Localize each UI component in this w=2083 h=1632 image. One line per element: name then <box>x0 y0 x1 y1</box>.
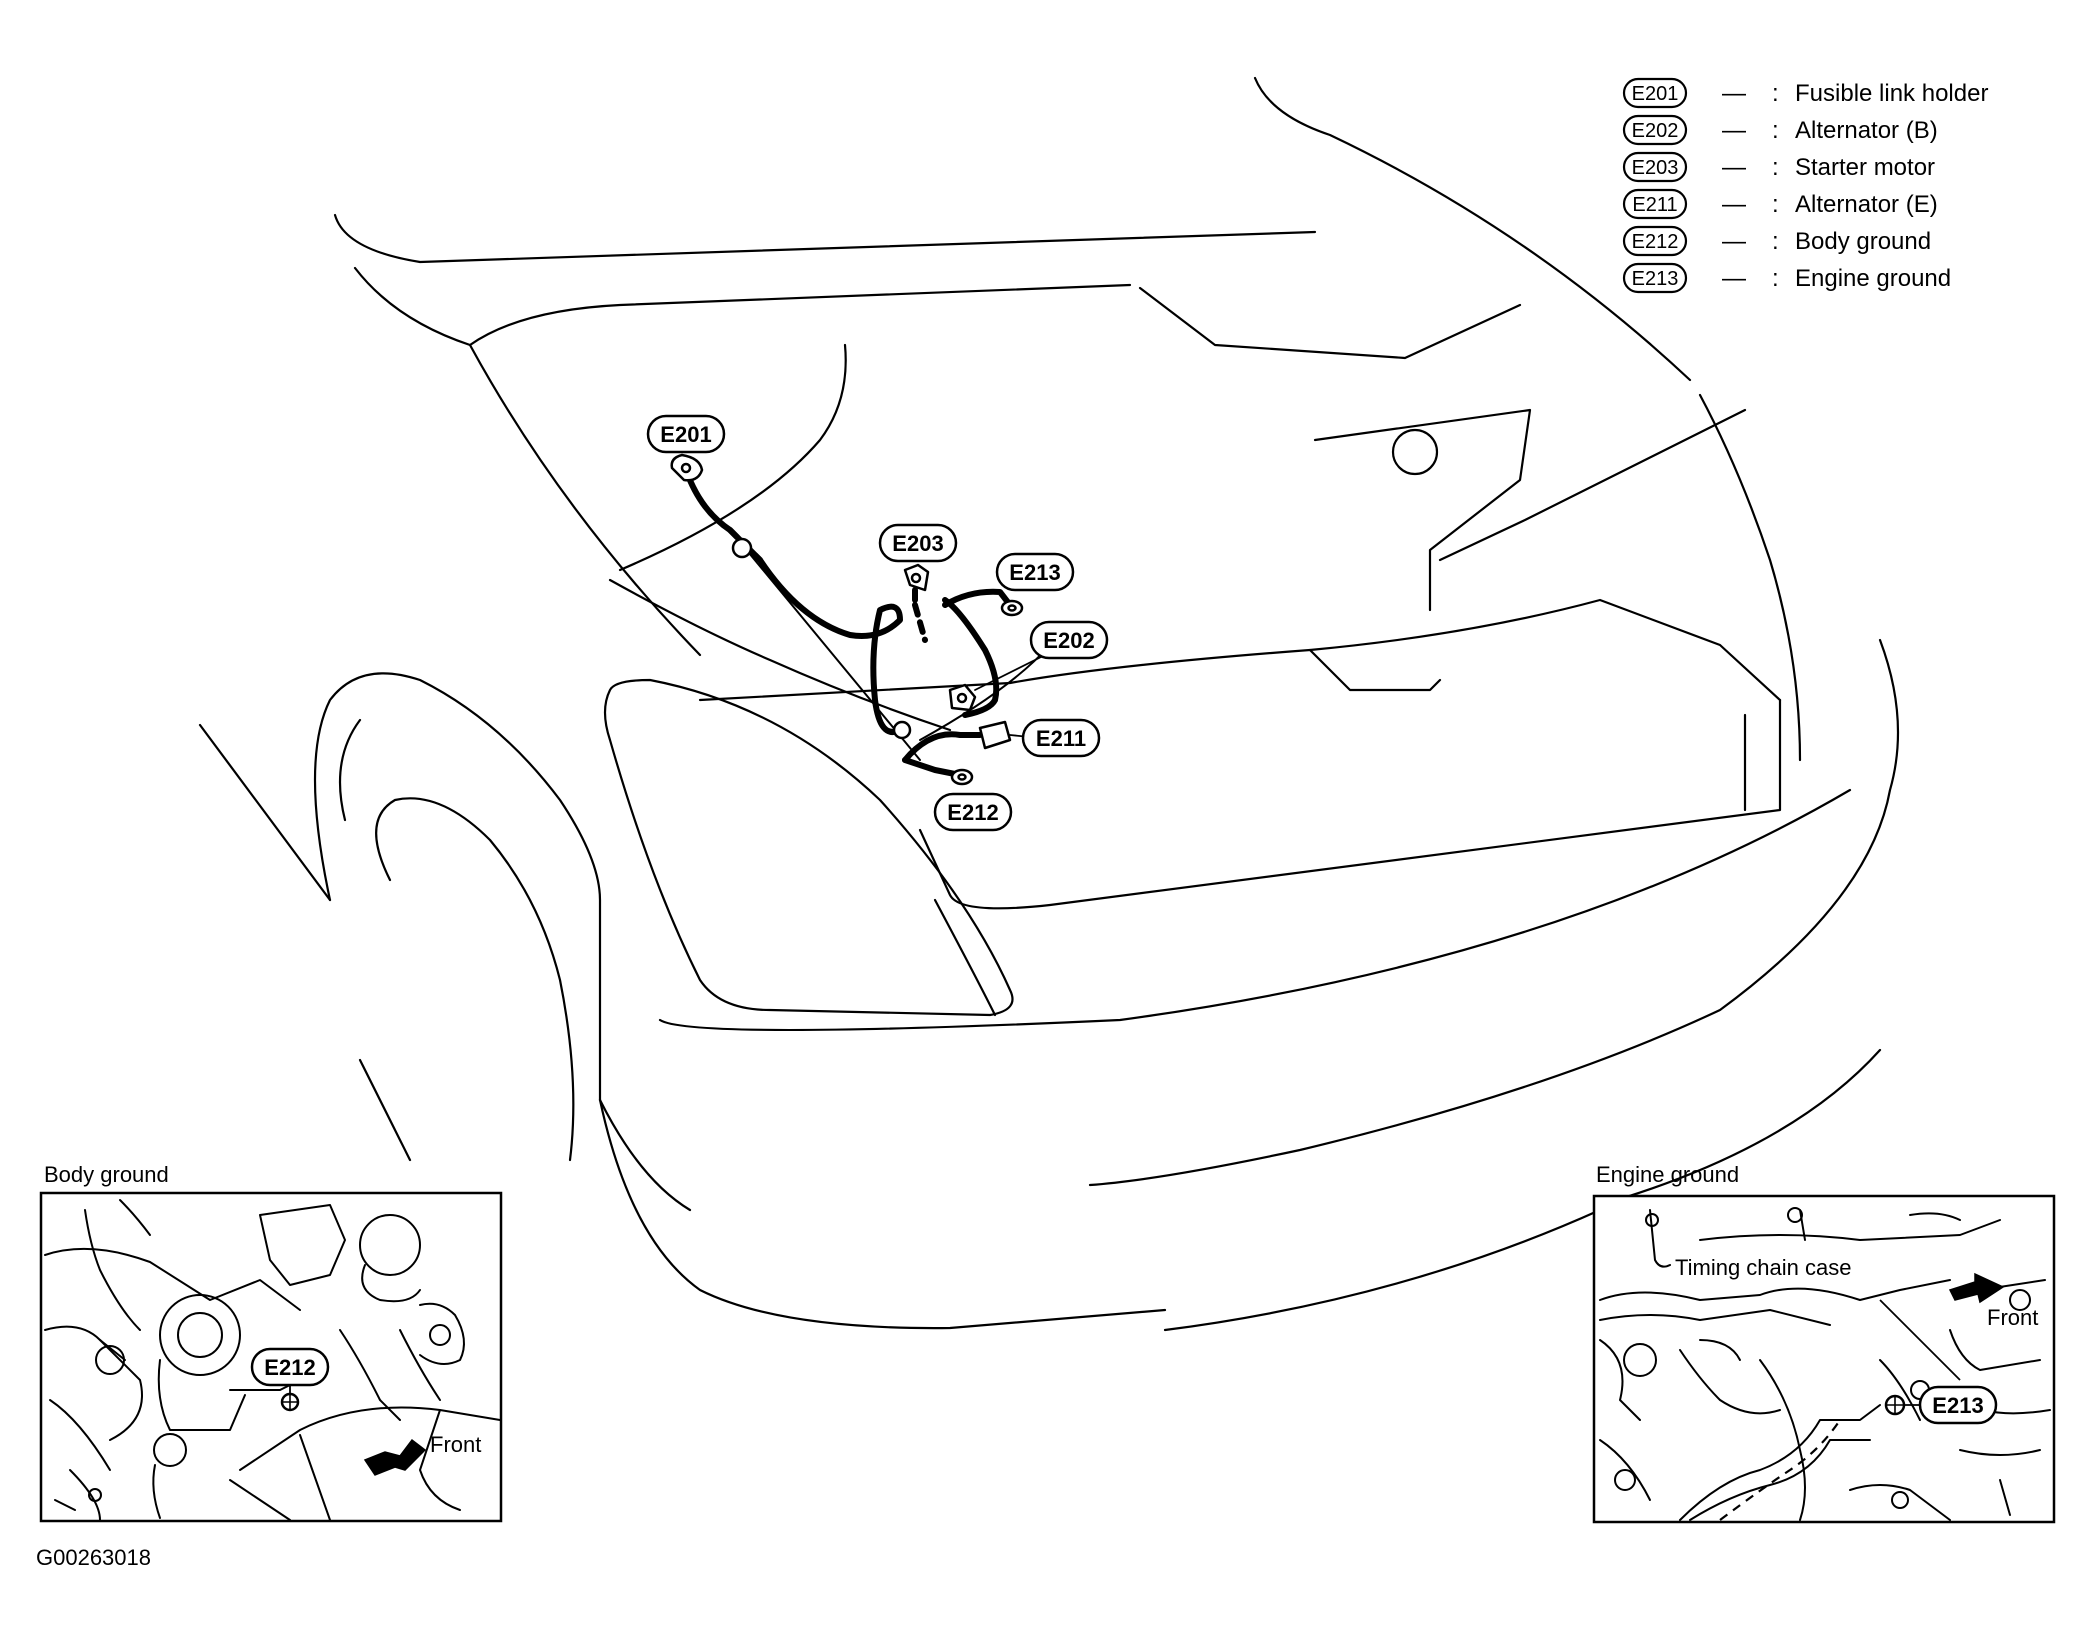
inset-engine-ground-callout: E213 <box>1932 1393 1983 1418</box>
legend-dash: — <box>1722 265 1746 292</box>
callout-e212-bubble <box>933 792 1013 832</box>
legend-sep: : <box>1772 228 1779 255</box>
legend-sep: : <box>1772 80 1779 107</box>
wire-e201 <box>683 467 903 735</box>
callout-e202-bubble <box>1029 620 1109 660</box>
callout-e213: E213 <box>1009 560 1060 585</box>
callout-e203: E203 <box>892 531 943 556</box>
legend-code-badge <box>1622 114 1688 146</box>
legend-code: E202 <box>1632 120 1679 142</box>
wire-e211 <box>902 731 983 763</box>
inset-engine-ground: Engine ground <box>1592 1162 2056 1524</box>
inset-body-ground-callout: E212 <box>264 1355 315 1380</box>
callout-e213-bubble <box>995 552 1075 592</box>
wire-e212 <box>902 757 963 778</box>
harness-wires <box>683 467 1013 778</box>
callout-e203-bubble <box>878 523 958 563</box>
legend-dash: — <box>1722 117 1746 144</box>
terminals <box>670 453 1024 786</box>
inset-engine-ground-frame <box>1592 1194 2056 1524</box>
inset-body-ground-front-arrow-icon <box>363 1438 427 1476</box>
inset-engine-ground-front-arrow-icon <box>1948 1272 2005 1304</box>
legend-code: E203 <box>1632 157 1679 179</box>
legend-code-badge <box>1622 262 1688 294</box>
legend-sep: : <box>1772 117 1779 144</box>
legend-description: Alternator (B) <box>1795 117 1938 144</box>
legend-description: Starter motor <box>1795 154 1935 181</box>
legend-dash: — <box>1722 80 1746 107</box>
legend-dash: — <box>1722 228 1746 255</box>
callout-e212: E212 <box>947 800 998 825</box>
legend: E201 E202 E203 E211 E212 E213 — — — — — … <box>1622 77 1988 294</box>
legend-code-badge <box>1622 188 1688 220</box>
inset-body-ground-callout-bubble <box>250 1347 330 1387</box>
legend-description: Alternator (E) <box>1795 191 1938 218</box>
legend-sep: : <box>1772 154 1779 181</box>
legend-code-badge <box>1622 77 1688 109</box>
figure-id: G00263018 <box>36 1545 151 1570</box>
callout-e211-bubble <box>1021 718 1101 758</box>
inset-engine-ground-note: Timing chain case <box>1675 1255 1851 1280</box>
inset-engine-ground-title: Engine ground <box>1596 1162 1739 1187</box>
terminal-e211-icon <box>978 720 1012 750</box>
inset-body-ground-title: Body ground <box>44 1162 169 1187</box>
legend-sep: : <box>1772 265 1779 292</box>
inset-body-ground: Body ground <box>39 1162 503 1523</box>
car-outline <box>198 76 1900 1332</box>
legend-dash: — <box>1722 154 1746 181</box>
legend-code: E211 <box>1632 194 1677 216</box>
wire-e213 <box>942 588 1013 608</box>
legend-description: Fusible link holder <box>1795 80 1988 107</box>
callout-e202: E202 <box>1043 628 1094 653</box>
legend-code: E213 <box>1632 268 1679 290</box>
callout-e211: E211 <box>1036 726 1086 751</box>
legend-description: Engine ground <box>1795 265 1951 292</box>
callout-e201-bubble <box>646 414 726 454</box>
legend-code: E201 <box>1632 83 1679 105</box>
legend-code-badge <box>1622 151 1688 183</box>
inset-body-ground-front-label: Front <box>430 1432 481 1457</box>
inset-engine-ground-front-label: Front <box>1987 1305 2038 1330</box>
legend-code: E212 <box>1632 231 1679 253</box>
inset-engine-ground-callout-bubble <box>1918 1385 1998 1425</box>
callout-e201: E201 <box>660 422 711 447</box>
legend-dash: — <box>1722 191 1746 218</box>
wire-e202 <box>942 597 1000 718</box>
legend-code-badge <box>1622 225 1688 257</box>
legend-sep: : <box>1772 191 1779 218</box>
legend-description: Body ground <box>1795 228 1931 255</box>
